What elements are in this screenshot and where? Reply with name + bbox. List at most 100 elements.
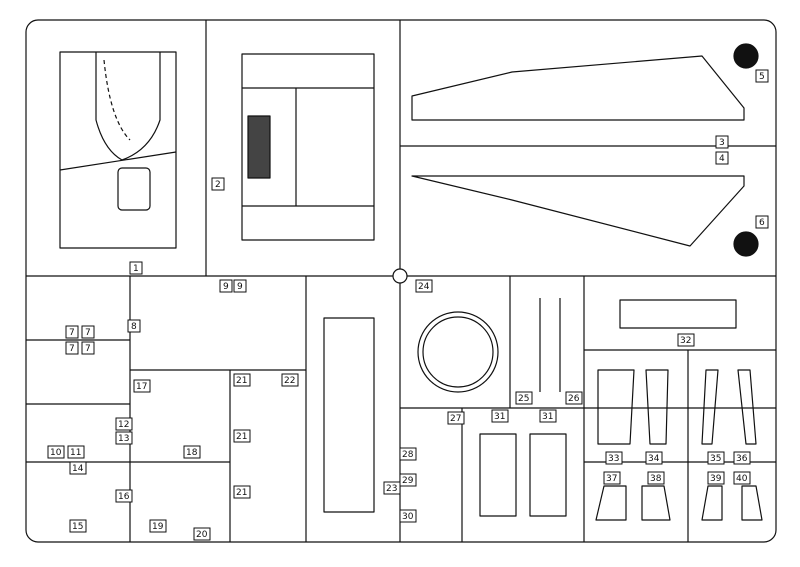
- part-number-label-p36: 36: [733, 451, 751, 465]
- part-24-ring-outer: [417, 311, 499, 393]
- part-number-label-p11: 11: [67, 445, 85, 459]
- sprue-hub: [392, 268, 408, 284]
- part-number-label-p9b: 9: [233, 279, 247, 293]
- svg-text:2: 2: [215, 180, 221, 190]
- part-number-label-p32: 32: [677, 333, 695, 347]
- svg-text:4: 4: [719, 154, 725, 164]
- part-24-ring-inner: [422, 316, 494, 388]
- sprue-outer-frame: [25, 19, 777, 543]
- part-number-label-p17: 17: [133, 379, 151, 393]
- part-number-label-p7b: 7: [81, 325, 95, 339]
- part-number-label-p16: 16: [115, 489, 133, 503]
- part-40-plate: [741, 485, 763, 521]
- part-number-label-p7c: 7: [65, 341, 79, 355]
- svg-text:21: 21: [236, 376, 247, 386]
- part-number-label-p14: 14: [69, 461, 87, 475]
- part-number-label-p39: 39: [707, 471, 725, 485]
- part-number-label-p12: 12: [115, 417, 133, 431]
- part-number-label-p21b: 21: [233, 429, 251, 443]
- part-number-label-p6: 6: [755, 215, 769, 229]
- svg-text:31: 31: [542, 412, 553, 422]
- part-number-label-p37: 37: [603, 471, 621, 485]
- svg-text:5: 5: [759, 72, 765, 82]
- part-33-plate: [597, 369, 635, 445]
- part-number-label-p28: 28: [399, 447, 417, 461]
- svg-text:1: 1: [133, 264, 139, 274]
- svg-text:36: 36: [736, 454, 748, 464]
- part-number-label-p34: 34: [645, 451, 663, 465]
- svg-text:17: 17: [136, 382, 147, 392]
- part-number-label-p21c: 21: [233, 485, 251, 499]
- svg-text:37: 37: [606, 474, 617, 484]
- svg-text:28: 28: [402, 450, 414, 460]
- svg-text:11: 11: [70, 448, 81, 458]
- svg-text:8: 8: [131, 322, 137, 332]
- svg-text:21: 21: [236, 432, 247, 442]
- svg-text:34: 34: [648, 454, 660, 464]
- svg-text:38: 38: [650, 474, 662, 484]
- svg-text:7: 7: [69, 328, 75, 338]
- part-number-label-p7d: 7: [81, 341, 95, 355]
- part-3-hull-side-left: [411, 55, 745, 121]
- part-23-panel: [323, 317, 375, 513]
- svg-text:33: 33: [608, 454, 619, 464]
- svg-text:6: 6: [759, 218, 765, 228]
- part-number-label-p24: 24: [415, 279, 433, 293]
- part-1-hull-front: [59, 51, 177, 249]
- part-number-label-p20: 20: [193, 527, 211, 541]
- part-35-plate: [701, 369, 719, 445]
- part-number-label-p35: 35: [707, 451, 725, 465]
- svg-text:32: 32: [680, 336, 691, 346]
- part-5-hub: [733, 43, 759, 69]
- svg-text:20: 20: [196, 530, 208, 540]
- part-number-label-p31a: 31: [491, 409, 509, 423]
- part-number-label-p31b: 31: [539, 409, 557, 423]
- part-31-plate-b: [529, 433, 567, 517]
- svg-text:7: 7: [85, 328, 91, 338]
- part-number-label-p2: 2: [211, 177, 225, 191]
- part-6-hub: [733, 231, 759, 257]
- part-number-label-p4: 4: [715, 151, 729, 165]
- part-number-label-p23: 23: [383, 481, 401, 495]
- svg-text:25: 25: [518, 394, 529, 404]
- svg-text:10: 10: [50, 448, 62, 458]
- part-39-plate: [701, 485, 723, 521]
- svg-text:18: 18: [186, 448, 198, 458]
- svg-text:16: 16: [118, 492, 130, 502]
- svg-text:35: 35: [710, 454, 721, 464]
- svg-text:39: 39: [710, 474, 722, 484]
- svg-text:15: 15: [72, 522, 83, 532]
- part-number-label-p22: 22: [281, 373, 299, 387]
- svg-text:30: 30: [402, 512, 414, 522]
- svg-text:19: 19: [152, 522, 164, 532]
- part-34-plate: [645, 369, 669, 445]
- part-number-label-p13: 13: [115, 431, 133, 445]
- svg-text:13: 13: [118, 434, 129, 444]
- part-number-label-p9a: 9: [219, 279, 233, 293]
- part-4-hull-side-right: [411, 175, 745, 247]
- part-number-label-p33: 33: [605, 451, 623, 465]
- part-number-label-p5: 5: [755, 69, 769, 83]
- part-36-plate: [737, 369, 757, 445]
- svg-text:14: 14: [72, 464, 84, 474]
- svg-text:31: 31: [494, 412, 505, 422]
- part-number-label-p18: 18: [183, 445, 201, 459]
- svg-text:9: 9: [237, 282, 243, 292]
- part-number-label-p1: 1: [129, 261, 143, 275]
- svg-text:24: 24: [418, 282, 430, 292]
- part-number-label-p26: 26: [565, 391, 583, 405]
- svg-text:29: 29: [402, 476, 414, 486]
- svg-text:7: 7: [69, 344, 75, 354]
- part-number-labels: 1 2 3 4 5 6 7 7 7 7 8 9 9 10 11 12 13 14…: [47, 69, 769, 541]
- svg-text:23: 23: [386, 484, 397, 494]
- part-number-label-p8: 8: [127, 319, 141, 333]
- svg-text:27: 27: [450, 414, 461, 424]
- svg-text:12: 12: [118, 420, 129, 430]
- svg-text:26: 26: [568, 394, 580, 404]
- part-number-label-p29: 29: [399, 473, 417, 487]
- part-number-label-p19: 19: [149, 519, 167, 533]
- part-number-label-p27: 27: [447, 411, 465, 425]
- part-number-label-p38: 38: [647, 471, 665, 485]
- svg-text:21: 21: [236, 488, 247, 498]
